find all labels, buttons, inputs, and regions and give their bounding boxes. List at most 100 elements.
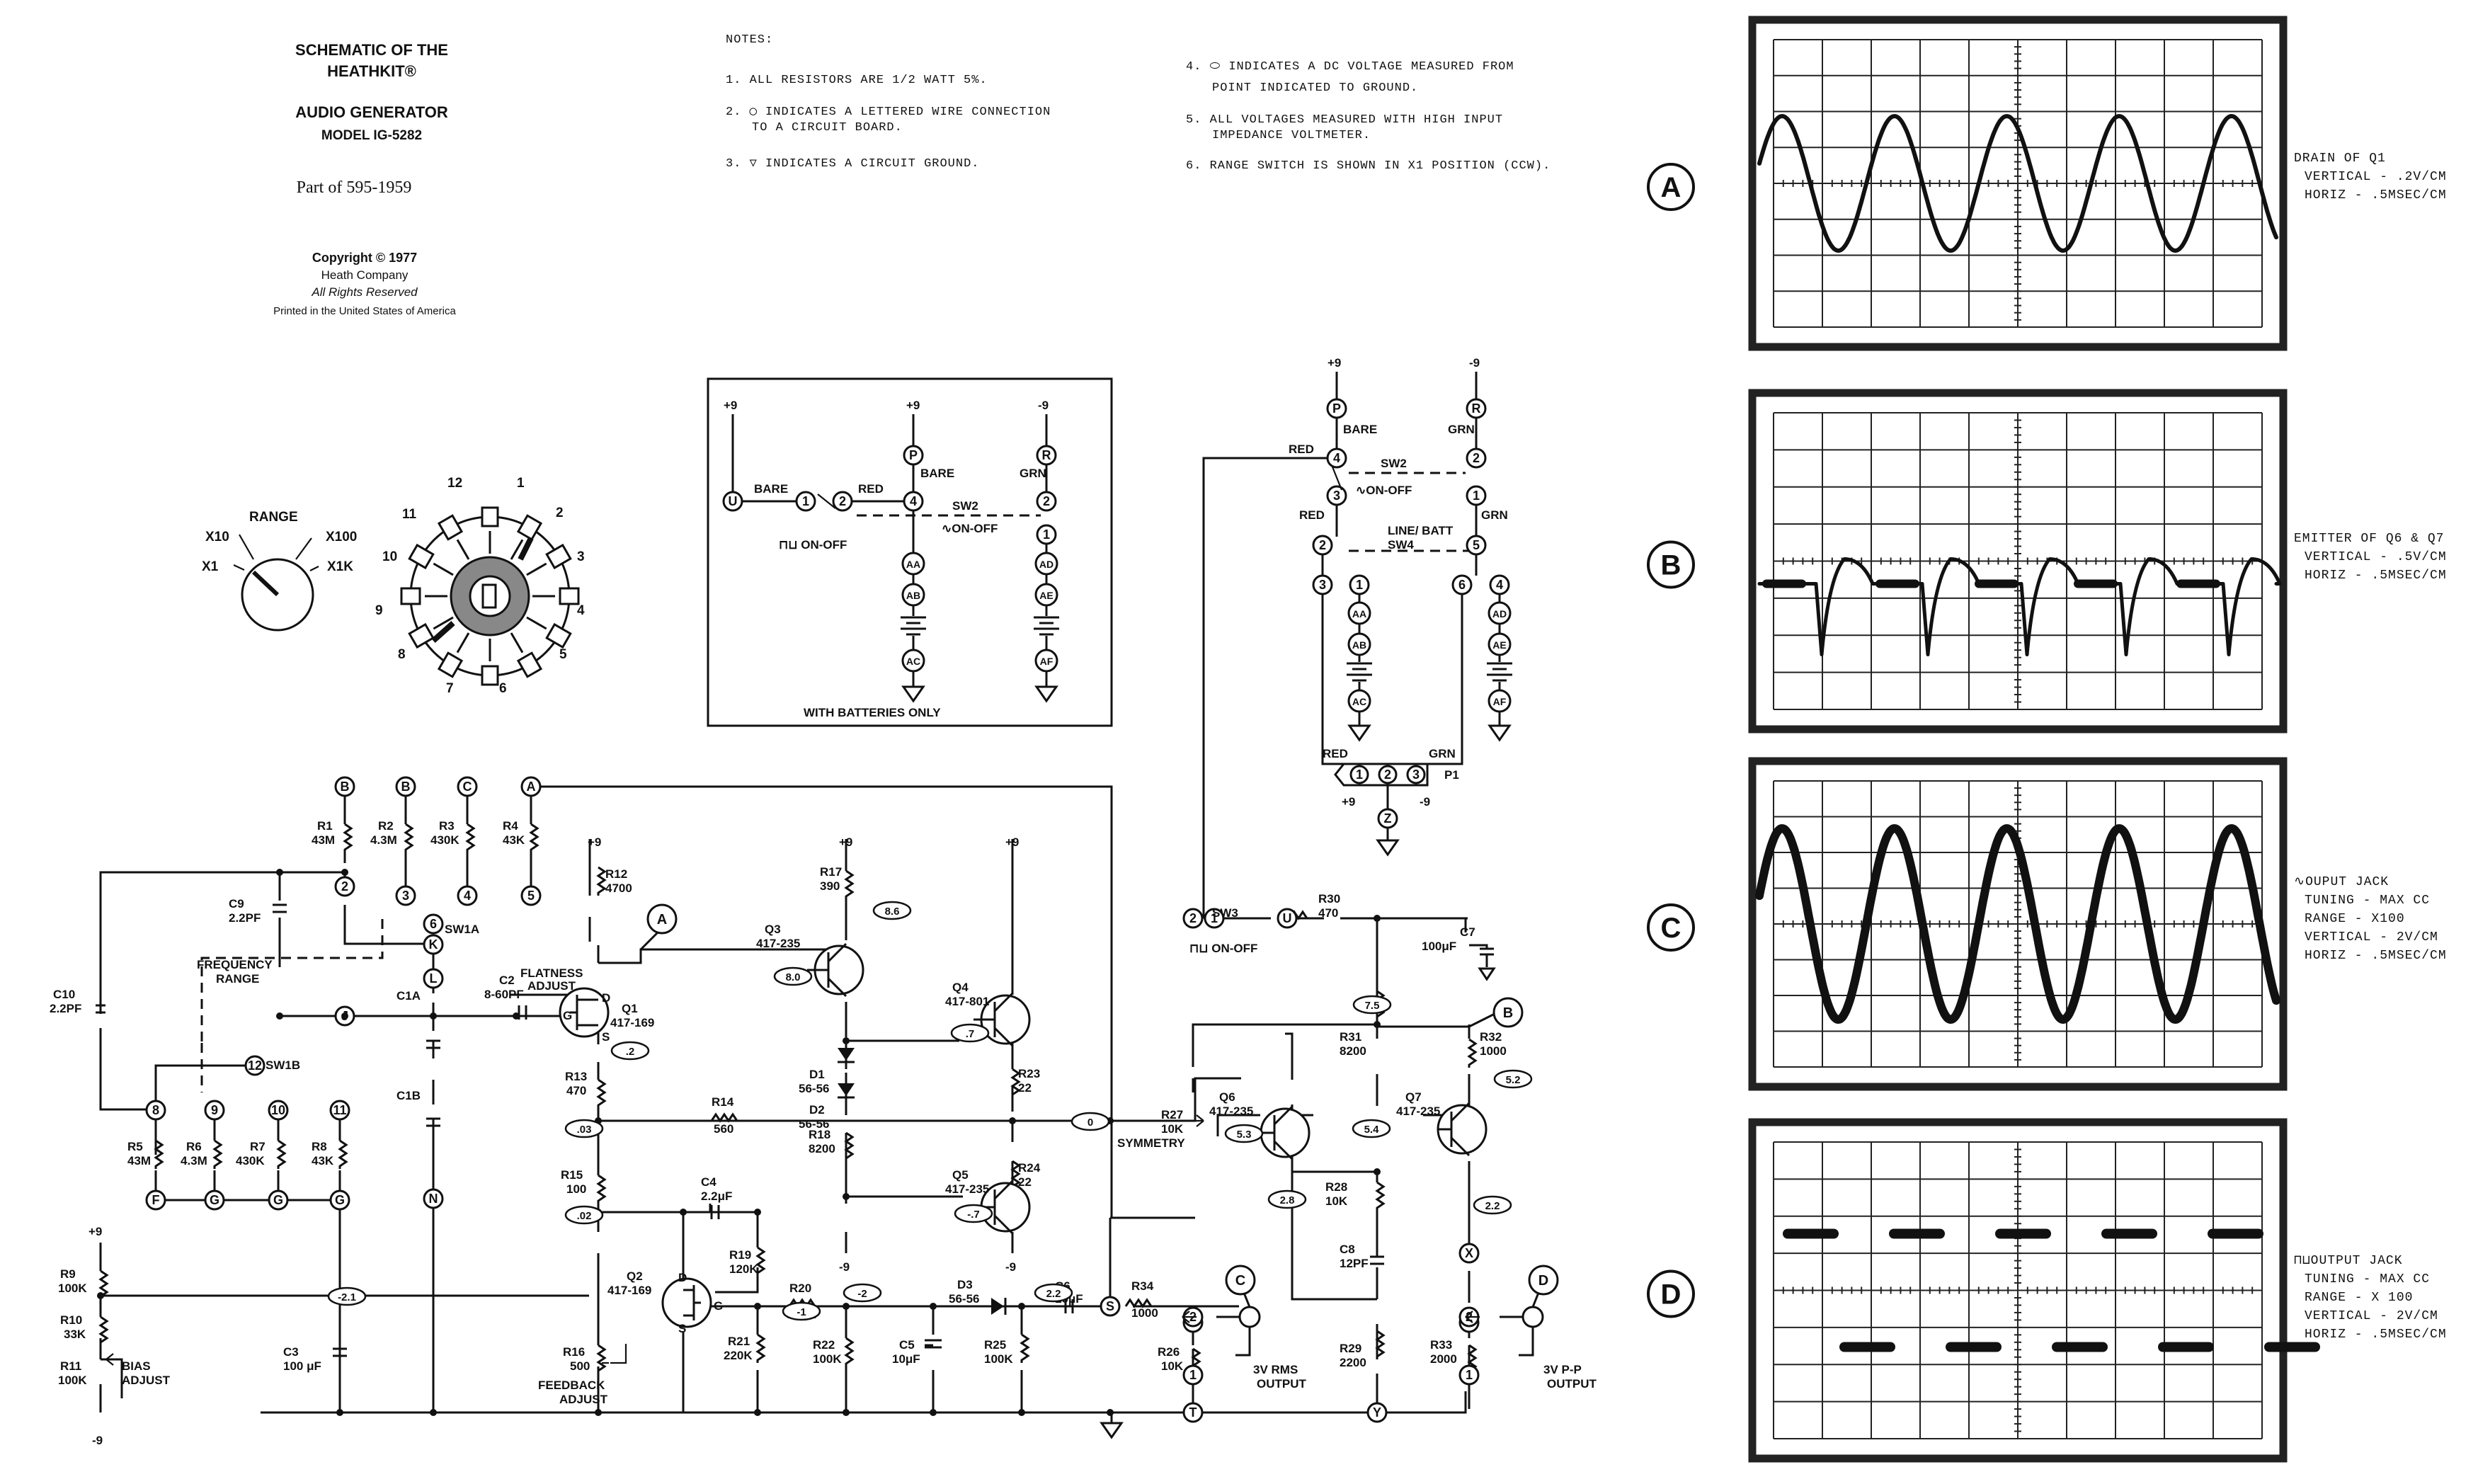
resistor-zigzag	[1010, 1068, 1021, 1097]
voltage-oval	[843, 1283, 882, 1303]
connection-node-label: C	[463, 780, 472, 794]
connection-node	[1458, 1243, 1480, 1264]
label-sw3: SW3	[1212, 906, 1238, 920]
connection-node	[1204, 908, 1225, 929]
note-1: 1. ALL RESISTORS ARE 1/2 WATT 5%.	[726, 74, 988, 87]
label-Q3v: 417-235	[756, 937, 800, 950]
pwr-node-4b: 4	[1496, 578, 1503, 592]
label-C1A: C1A	[396, 989, 421, 1003]
copyright-3: All Rights Reserved	[311, 285, 418, 299]
connection-node	[1277, 908, 1298, 929]
label-S: S	[678, 1322, 686, 1335]
label-Q7: Q7	[1405, 1090, 1422, 1104]
bat-node-2b: 2	[1043, 494, 1050, 508]
voltage-reading: -.7	[967, 1209, 980, 1221]
voltage-reading: -2.1	[338, 1291, 356, 1303]
bat-node-1b: 1	[1043, 527, 1050, 542]
bat-node-4: 4	[910, 494, 917, 508]
range-label: RANGE	[249, 510, 298, 525]
connection-node	[520, 885, 542, 906]
sw-num-5: 5	[559, 647, 567, 662]
p1-minus9: -9	[1420, 795, 1430, 809]
label-rms1: 3V RMS	[1253, 1363, 1298, 1376]
label-R5v: 43M	[127, 1154, 151, 1168]
connection-node-label: 8	[152, 1103, 159, 1117]
scope-ref-D	[1528, 1265, 1559, 1296]
label-R8: R8	[312, 1140, 327, 1153]
voltage-reading: 2.2	[1046, 1288, 1061, 1300]
bat-node-ac: AC	[906, 656, 920, 667]
label-D1v: 56-56	[799, 1082, 829, 1095]
connection-node	[1458, 1364, 1480, 1386]
pwr-sw2: SW2	[1381, 457, 1407, 470]
voltage-reading: 8.0	[786, 971, 801, 983]
voltage-reading: 5.4	[1364, 1124, 1380, 1136]
scope-ref-C	[1225, 1265, 1256, 1296]
resistor-zigzag	[755, 1246, 766, 1276]
scope-annotation: RANGE - X 100	[2305, 1291, 2413, 1305]
pwr-red: RED	[1289, 443, 1314, 456]
connection-node-label: F	[152, 1193, 160, 1207]
label-R11v: 100K	[58, 1374, 87, 1387]
connection-node	[1182, 1364, 1204, 1386]
switch-lug	[408, 543, 435, 570]
p1-label: P1	[1444, 768, 1459, 782]
scope-annotation: EMITTER OF Q6 & Q7	[2294, 532, 2444, 546]
voltage-reading: 5.2	[1506, 1074, 1521, 1086]
label-R6: R6	[186, 1140, 202, 1153]
voltage-reading: 0	[1087, 1117, 1093, 1129]
pwr-node-ac: AC	[1352, 696, 1366, 707]
label-freq1: FREQUENCY	[197, 958, 273, 971]
label-R4v: 43K	[503, 833, 525, 847]
connection-node	[423, 913, 444, 935]
label-R12v: 4700	[605, 881, 632, 895]
pwr-node-ad: AD	[1492, 608, 1507, 620]
sw-num-2: 2	[556, 506, 564, 520]
resistor-zigzag	[596, 1078, 607, 1108]
label-C7v: 100μF	[1422, 940, 1456, 953]
label-D3v: 56-56	[949, 1292, 979, 1306]
connection-node-label: A	[527, 780, 536, 794]
label-plus9: +9	[839, 835, 852, 849]
sw-num-9: 9	[375, 603, 383, 618]
pwr-node-1c: 1	[1356, 578, 1363, 592]
bat-node-ae: AE	[1039, 590, 1053, 601]
connection-node	[423, 1188, 444, 1209]
connection-node	[1100, 1296, 1121, 1317]
battery-inset: +9 U BARE 1 2 RED 4 ⊓⊔ ON-OFF SW2 ∿ON-OF…	[707, 377, 1113, 727]
voltage-reading: .03	[577, 1124, 592, 1136]
switch-lug	[481, 506, 499, 527]
label-G: G	[714, 1299, 723, 1313]
scope-annotation: VERTICAL - 2V/CM	[2305, 1309, 2438, 1323]
voltage-oval	[782, 1301, 821, 1321]
label-C7: C7	[1460, 925, 1475, 939]
connection-node	[1182, 1402, 1204, 1423]
bat-grn: GRN	[1020, 467, 1046, 480]
label-R24: R24	[1018, 1161, 1041, 1175]
connection-node	[1366, 1402, 1388, 1423]
connection-node-label: B	[401, 780, 411, 794]
label-G: G	[563, 1009, 572, 1022]
label-Q5: Q5	[952, 1168, 969, 1182]
label-C1B: C1B	[396, 1089, 421, 1102]
pwr-node-z: Z	[1384, 811, 1392, 826]
copyright-1: Copyright © 1977	[312, 251, 417, 265]
connection-nodes: BBCA34526KLJ12891011FGGGNS31T2YX312U12	[97, 776, 1480, 1423]
range-knob: RANGE X10 X100 X1 X1K	[202, 510, 357, 632]
label-R8v: 43K	[312, 1154, 334, 1168]
resistor-zigzag	[343, 823, 353, 852]
label-R28: R28	[1325, 1180, 1347, 1194]
label-R30: R30	[1318, 892, 1340, 906]
pwr-node-ab: AB	[1352, 639, 1366, 651]
label-R18v: 8200	[809, 1142, 835, 1155]
voltage-reading: 5.3	[1237, 1129, 1252, 1141]
label-C5: C5	[899, 1338, 915, 1352]
p1-pin3: 3	[1412, 767, 1420, 782]
label-D: D	[602, 991, 610, 1005]
title-block: SCHEMATIC OF THE HEATHKIT® AUDIO GENERAT…	[273, 41, 456, 317]
resistor-zigzag	[154, 1139, 164, 1169]
voltage-oval	[1352, 995, 1392, 1015]
